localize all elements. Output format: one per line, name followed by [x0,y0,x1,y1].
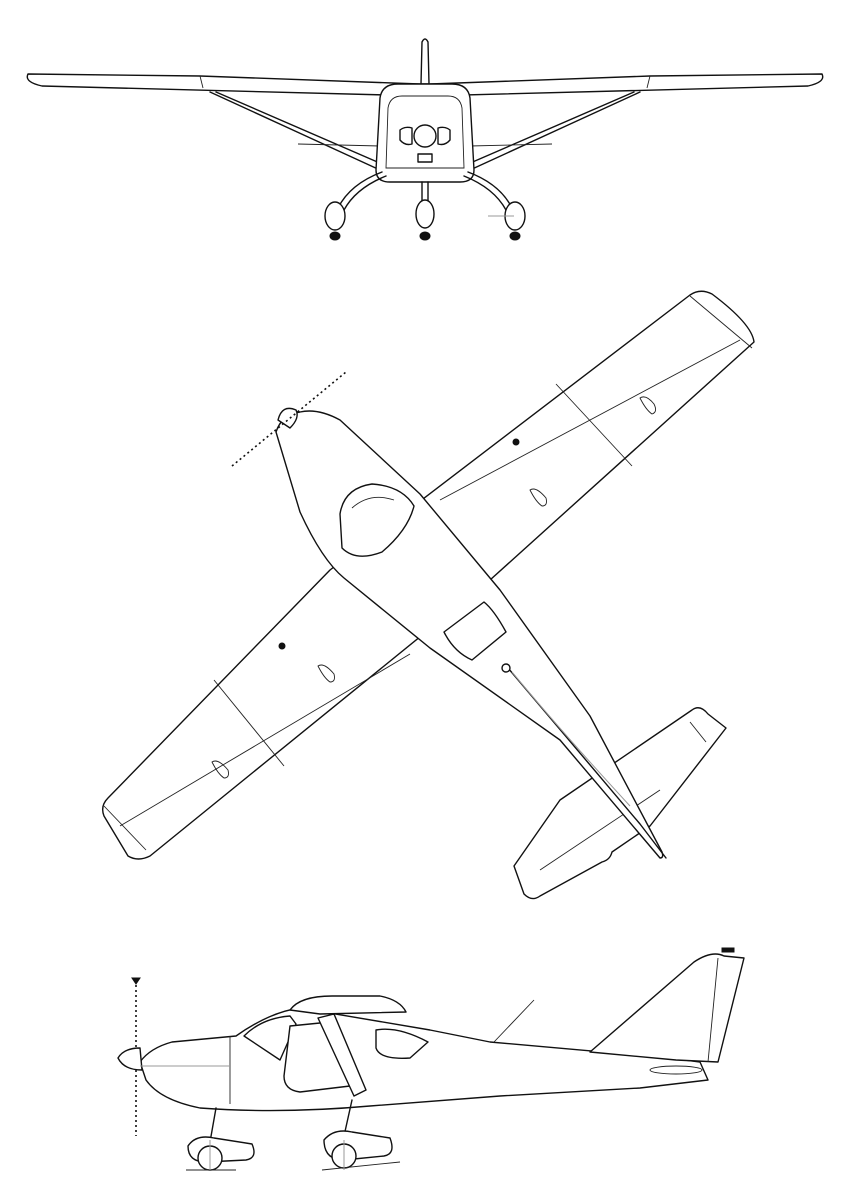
top-view [101,290,755,900]
side-view [117,947,745,1171]
front-view [26,38,824,241]
